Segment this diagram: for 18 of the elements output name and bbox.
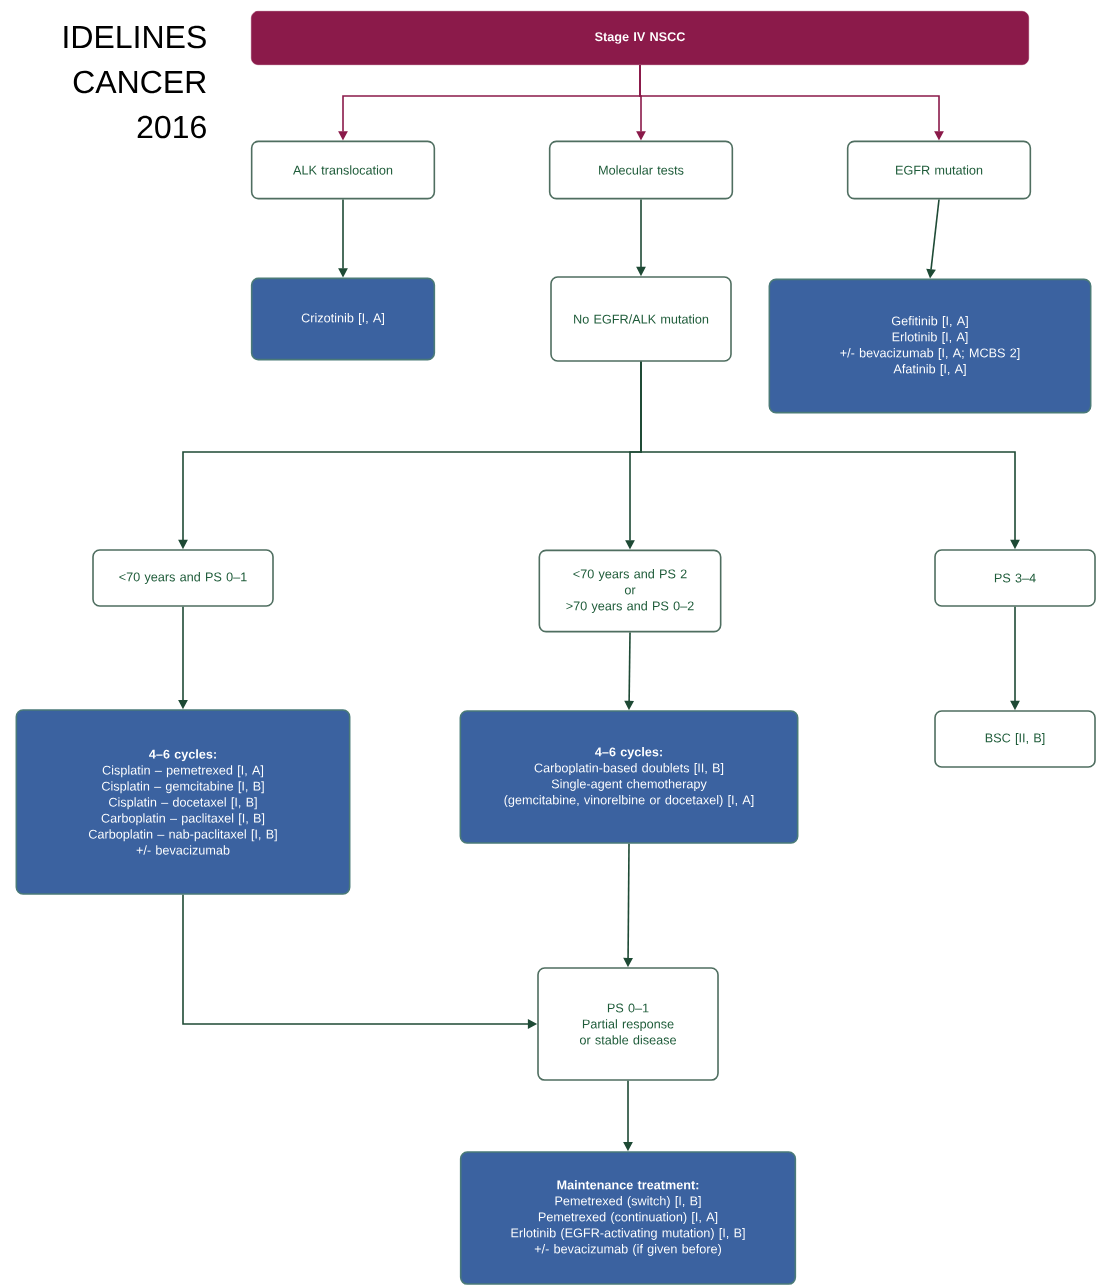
treatment-box: 4–6 cycles: Cisplatin – pemetrexed [I, A] Cisplatin – gemcitabine [I, B] Cisplatin – docetaxel [I, B] Carboplatin – paclitaxel [I, B] Carboplatin – nab-paclitaxel [I, B] +/- bevacizumab [15, 709, 351, 895]
heading-text: IDELINES [64, 25, 206, 49]
treatment-box: Crizotinib [I, A] [250, 277, 436, 361]
condition-box: <70 years and PS 0–1 [92, 549, 274, 607]
treatment-box: Maintenance treatment: Pemetrexed (switch) [I, B] Pemetrexed (continuation) [I, A] Erlotinib (EGFR-activating mutation) [I, B] +/- bevacizumab (if given before) [459, 1151, 797, 1285]
condition-box: ALK translocation [250, 140, 436, 200]
condition-box: No EGFR/ALK mutation [550, 276, 732, 362]
condition-box: PS 3–4 [934, 549, 1096, 607]
condition-box: PS 0–1 Partial response or stable disease [537, 967, 719, 1081]
treatment-box: Gefitinib [I, A] Erlotinib [I, A] +/- bevacizumab [I, A; MCBS 2] Afatinib [I, A] [768, 278, 1092, 414]
heading-text: 2016 [137, 115, 206, 139]
condition-box: EGFR mutation [846, 140, 1032, 200]
heading-text: CANCER [73, 70, 206, 94]
condition-box: BSC [II, B] [934, 710, 1096, 768]
treatment-box: 4–6 cycles: Carboplatin-based doublets [II, B] Single-agent chemotherapy (gemcitabine, vinorelbine or docetaxel) [I, A] [459, 710, 799, 844]
banner-box: Stage IV NSCC [251, 11, 1029, 65]
condition-box: <70 years and PS 2 or >70 years and PS 0–2 [538, 549, 722, 633]
condition-box: Molecular tests [548, 140, 734, 200]
